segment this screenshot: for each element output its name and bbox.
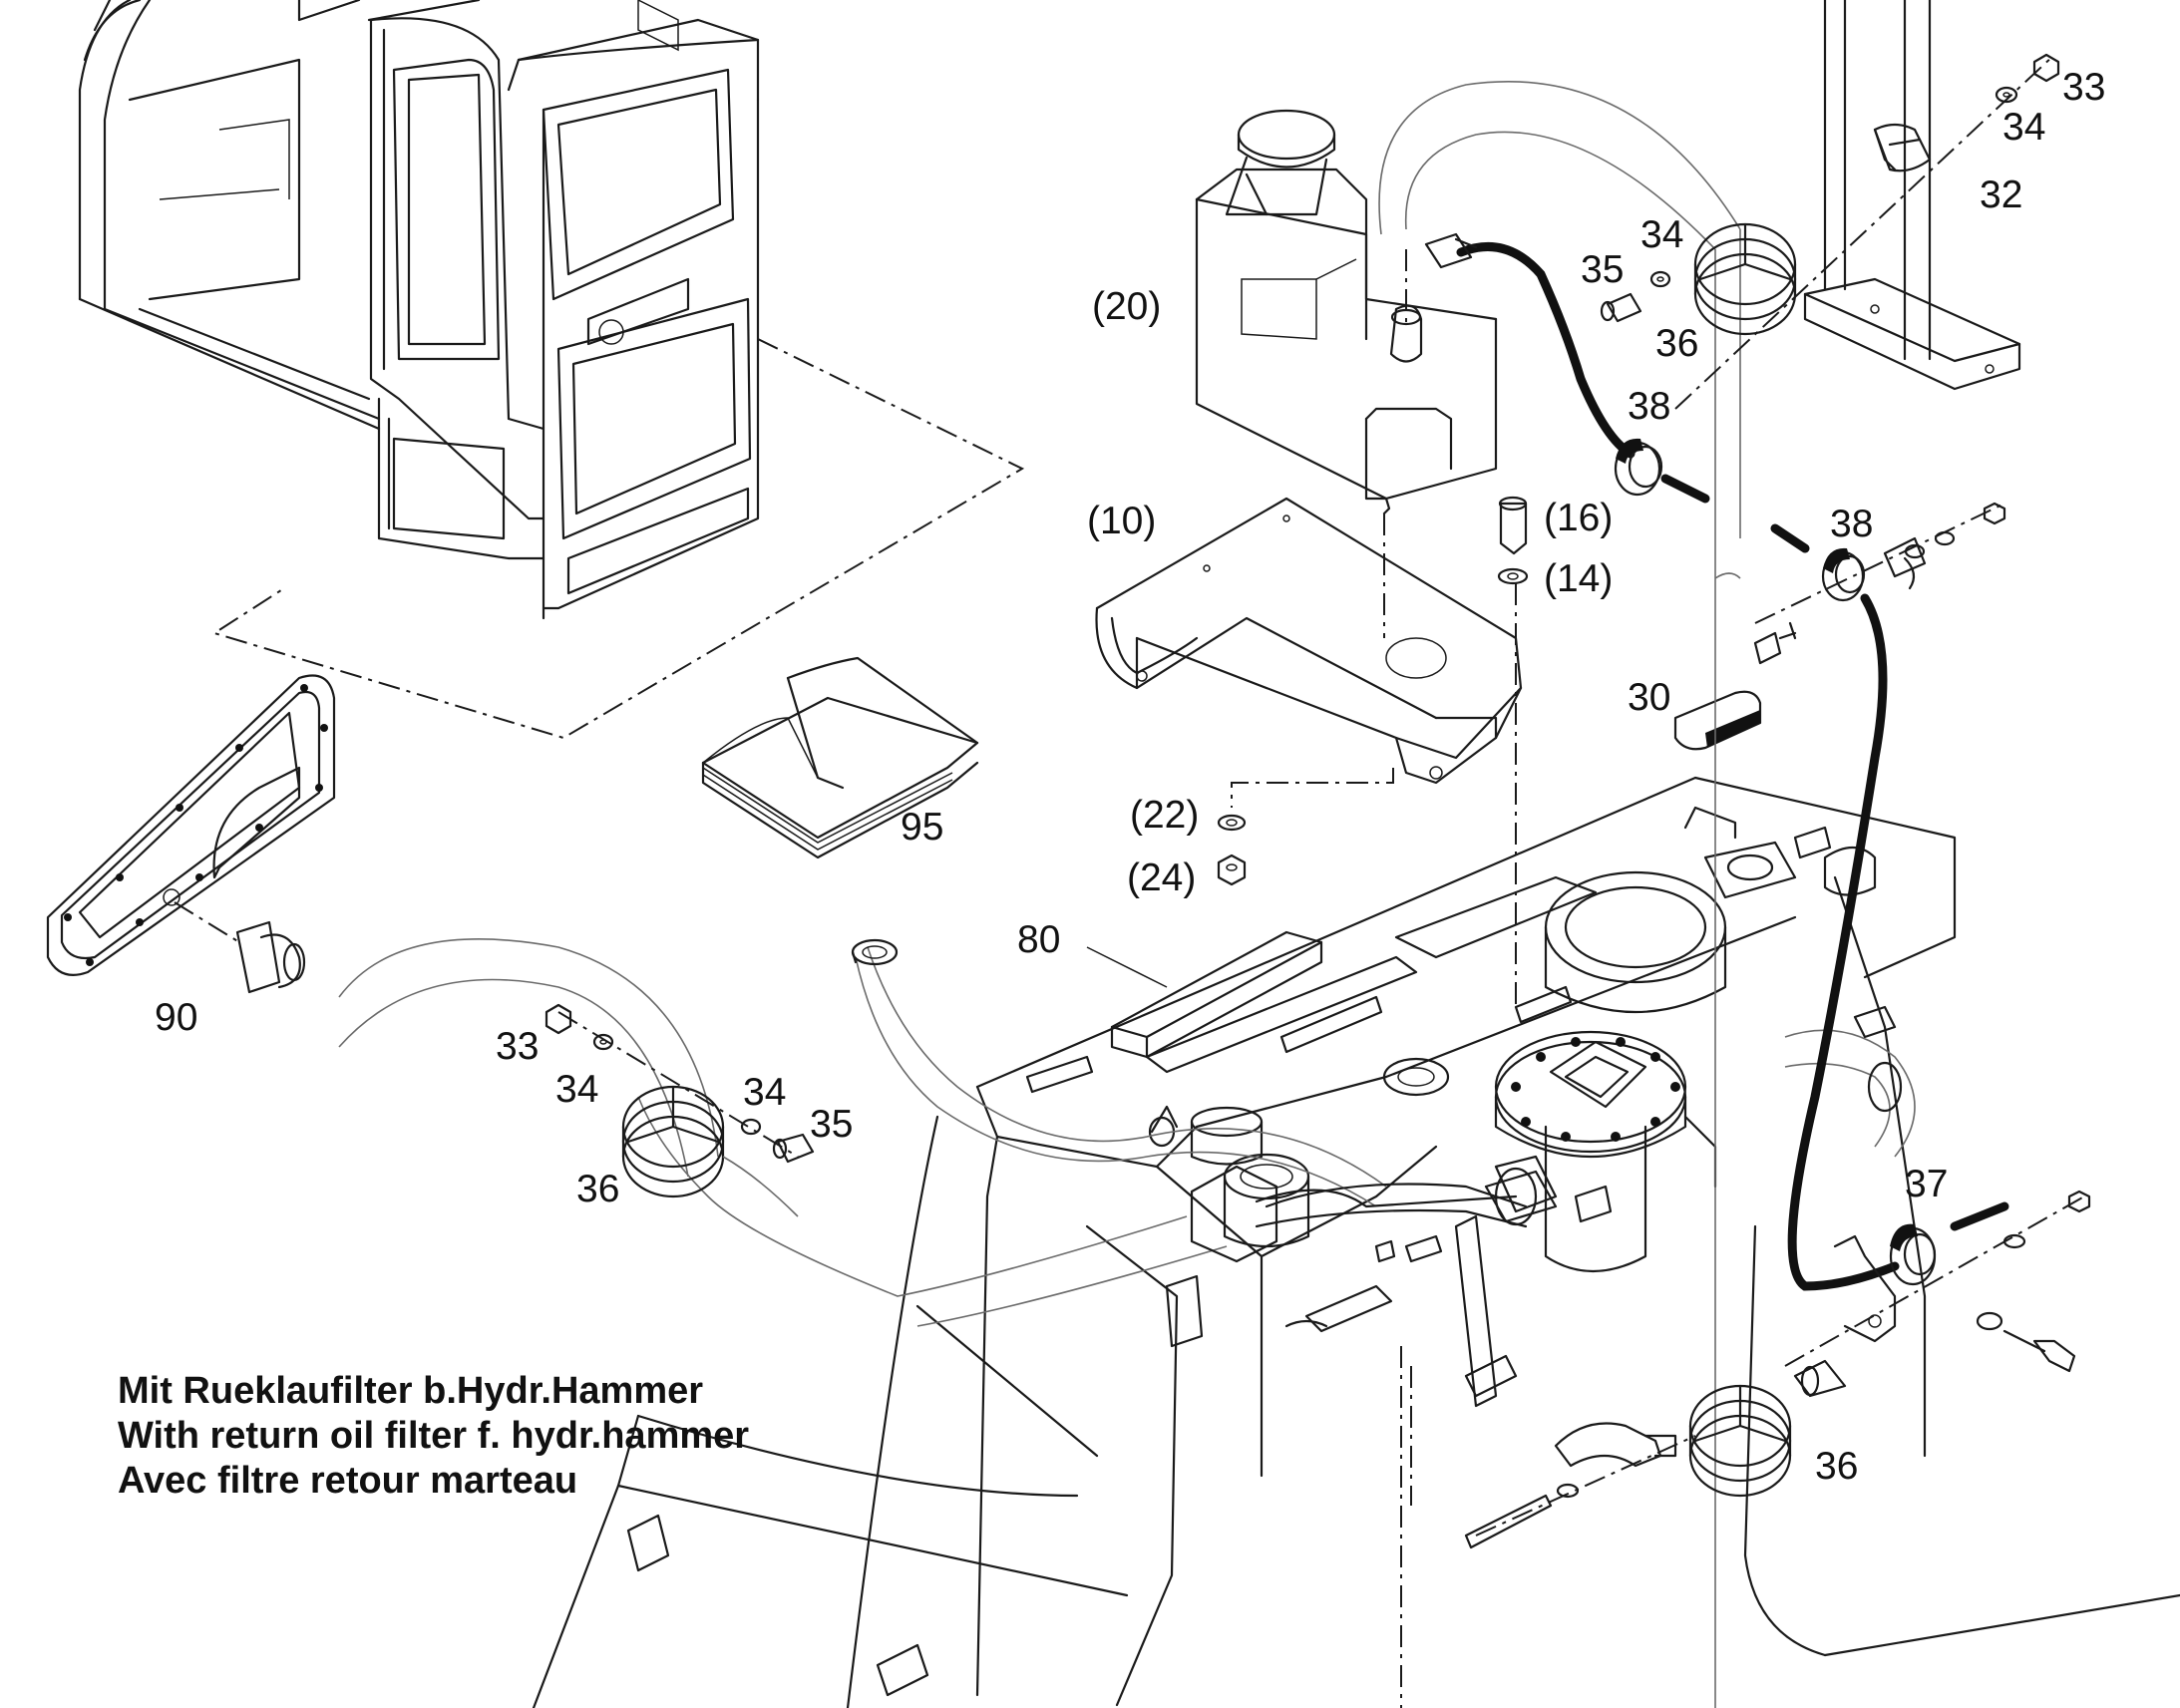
washer-22: [1217, 814, 1247, 832]
return-hose-large: [1378, 81, 1741, 1708]
fastener-set-left: [545, 1003, 815, 1164]
callout-33: 33: [496, 1025, 539, 1068]
callout-80: 80: [1017, 918, 1060, 961]
callout-16: (16): [1544, 497, 1613, 539]
pipe-with-clamp: [1190, 1165, 1558, 1263]
variant-note: Mit Rueklaufilter b.Hydr.Hammer With ret…: [118, 1370, 749, 1502]
callout-36: 36: [576, 1168, 619, 1210]
upper-frame: [532, 776, 2180, 1708]
callout-36: 36: [1655, 322, 1698, 365]
note-line-german: Mit Rueklaufilter b.Hydr.Hammer: [118, 1370, 703, 1412]
hose-clamp-38b: [1821, 536, 1927, 602]
oil-tank-20: [1195, 109, 1498, 515]
callout-95: 95: [901, 806, 943, 849]
pipe-clamp-bottom: [1464, 1422, 1696, 1549]
operator-manual-95: [701, 656, 979, 859]
nut-24: [1217, 854, 1247, 886]
note-line-french: Avec filtre retour marteau: [118, 1460, 577, 1502]
hose-clamp-37: [1889, 1223, 1937, 1286]
fastener-set-34-35: [1600, 270, 1671, 323]
leader-lines: [1086, 946, 1168, 988]
operator-cab: [78, 0, 760, 620]
callout-34: 34: [555, 1068, 598, 1111]
callout-36: 36: [1815, 1445, 1858, 1488]
clamp-ring-36-left: [621, 1085, 799, 1217]
callout-38: 38: [1628, 385, 1670, 428]
fastener-set-top: [1674, 53, 2060, 410]
callout-22: (22): [1130, 794, 1199, 837]
callout-14: (14): [1544, 557, 1613, 600]
frame-brackets: [626, 1214, 1518, 1708]
clamp-ring-36-top: [1693, 222, 1797, 336]
callout-33: 33: [2062, 66, 2105, 109]
callout-90: 90: [155, 996, 197, 1039]
callout-35: 35: [1581, 248, 1624, 291]
callout-30: 30: [1628, 676, 1670, 719]
callout-35: 35: [810, 1103, 853, 1146]
cover-plate-90: [46, 674, 336, 976]
callout-38: 38: [1830, 503, 1873, 545]
note-line-english: With return oil filter f. hydr.hammer: [118, 1415, 749, 1457]
callout-37: 37: [1905, 1163, 1948, 1205]
callout-34: 34: [1640, 213, 1683, 256]
mounting-bracket-10: [1095, 497, 1523, 785]
callout-34: 34: [743, 1071, 786, 1114]
support-posts: [1803, 0, 2021, 391]
knob-30: [1673, 690, 1762, 751]
callout-34: 34: [2002, 106, 2045, 149]
drain-hose: [1424, 232, 2009, 1291]
bolt-16: [1498, 496, 1528, 555]
fastener-set-bottom: [1784, 1190, 2091, 1398]
return-filter-housing: [1494, 1030, 1717, 1272]
spacer-beam-80: [1110, 930, 1323, 1059]
assembly-lines-tank: [1231, 249, 1517, 1007]
fastener-set-middle: [1753, 502, 2006, 665]
callout-20: (20): [1092, 285, 1161, 328]
hose-clamp-38: [1614, 438, 1663, 497]
washer-14: [1497, 567, 1529, 585]
callout-24: (24): [1127, 856, 1196, 899]
hose-fitting-left: [174, 901, 719, 1178]
clamp-ring-36-bottom: [1688, 1384, 1792, 1498]
cab-reference-outline: [211, 338, 1025, 740]
callout-10: (10): [1087, 500, 1156, 542]
callout-labels: 33 34 32 34 35 36 (20) 38 38 (10) (16) (…: [155, 66, 2105, 1488]
frame-hoses: [637, 938, 1916, 1327]
callout-32: 32: [1980, 173, 2022, 216]
